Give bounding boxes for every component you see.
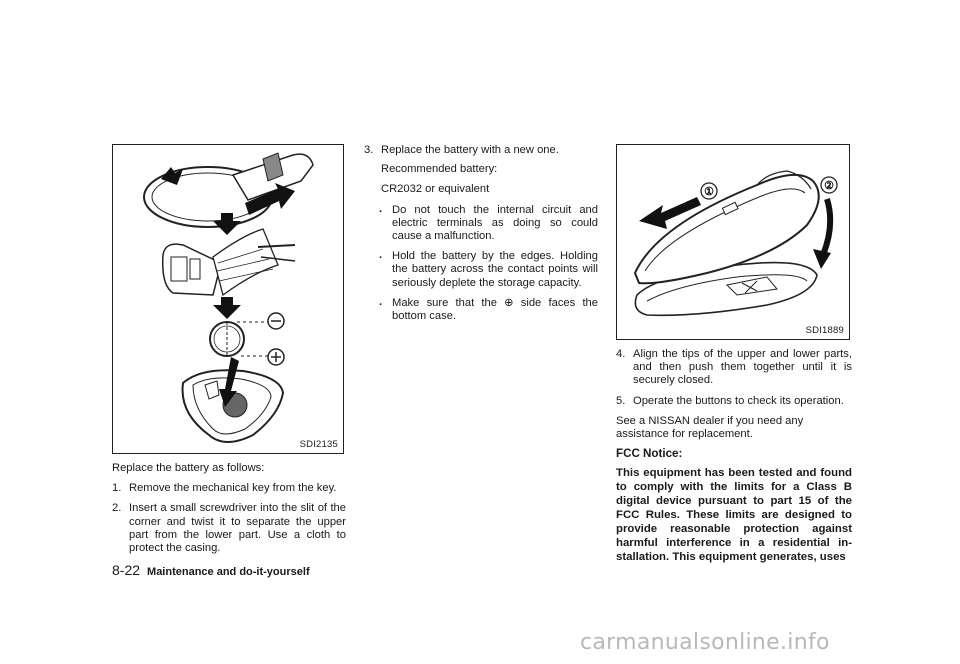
middle-column-text: 3. Replace the battery with a new one. R… — [364, 144, 598, 323]
arrow-label-1: ① — [704, 186, 714, 198]
dealer-note: See a NISSAN dealer if you need any assi… — [616, 414, 804, 441]
recommended-battery-label: Recommended battery: — [381, 163, 498, 176]
step-text: Operate the buttons to check its operati… — [633, 394, 844, 407]
fcc-heading: FCC Notice: — [616, 447, 683, 461]
step-number: 4. — [616, 348, 626, 360]
step-text: Align the tips of the upper and lower pa… — [633, 348, 852, 387]
bullet-symbol: . — [379, 249, 383, 262]
step-3: 3. Replace the battery with a new one. — [364, 144, 598, 157]
key-disassembly-illustration — [143, 152, 314, 443]
watermark-text: carmanualsonline.info — [580, 630, 830, 655]
bullet-text: Do not touch the internal circuit and el… — [392, 203, 598, 243]
fcc-text: This equipment has been tested and found… — [616, 467, 852, 564]
step-text: Replace the battery with a new one. — [381, 144, 559, 156]
case-closing-figure: ① ② SDI1889 — [616, 144, 850, 340]
arrow-label-2: ② — [824, 180, 834, 192]
section-title: Maintenance and do-it-yourself — [147, 566, 310, 578]
step-2: 2. Insert a small screwdriver into the s… — [112, 502, 346, 555]
step-text: Insert a small screwdriver into the slit… — [129, 502, 346, 555]
bullet-item: . Make sure that the ⊕ side faces the bo… — [364, 295, 598, 323]
bullet-symbol: . — [379, 202, 383, 215]
step-text: Remove the mechanical key from the key. — [129, 482, 337, 495]
battery-replacement-figure: SDI2135 — [112, 144, 344, 454]
figure-code: SDI1889 — [805, 325, 844, 336]
bullet-item: . Hold the battery by the edges. Holding… — [364, 249, 598, 290]
case-closing-illustration: ① ② — [633, 170, 838, 317]
battery-type: CR2032 or equivalent — [381, 183, 490, 196]
page-number: 8-22 — [112, 562, 141, 578]
figure-code: SDI2135 — [299, 439, 338, 450]
intro-text: Replace the battery as follows: — [112, 462, 265, 474]
bullet-text: Hold the battery by the edges. Holding t… — [392, 250, 598, 289]
bullet-symbol: . — [379, 295, 383, 308]
left-column-text: Replace the battery as follows: 1. Remov… — [112, 462, 346, 555]
page-footer: 8-22 Maintenance and do-it-yourself — [112, 562, 310, 578]
step-number: 5. — [616, 394, 626, 407]
step-4: 4. Align the tips of the upper and lower… — [616, 348, 852, 388]
step-number: 3. — [364, 144, 374, 156]
step-5: 5. Operate the buttons to check its oper… — [616, 395, 852, 408]
step-number: 2. — [112, 502, 122, 515]
right-column-text: 4. Align the tips of the upper and lower… — [616, 348, 852, 564]
step-1: 1. Remove the mechanical key from the ke… — [112, 482, 346, 495]
bullet-text: Make sure that the ⊕ side faces the bott… — [392, 296, 598, 323]
step-number: 1. — [112, 482, 122, 495]
bullet-item: . Do not touch the internal circuit and … — [364, 202, 598, 244]
